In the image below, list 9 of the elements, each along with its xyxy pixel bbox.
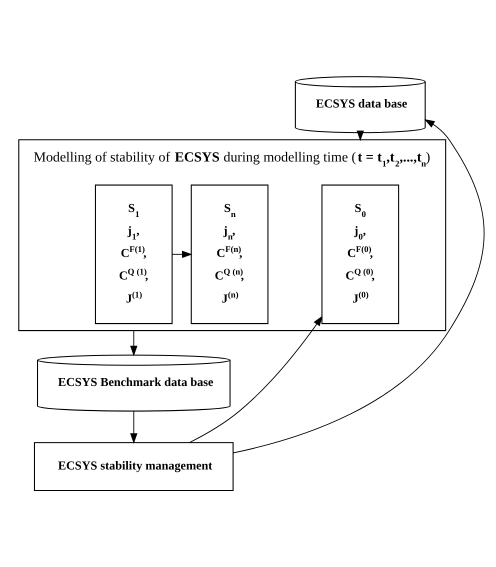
arrow [172,250,192,258]
node-box: ECSYS stability management [34,442,234,492]
arrow [189,316,323,443]
node-box: S$_{1}$ j$_{1}$, C$^{F(1)}$, C$^{Q (1)}$, J$^{(1)}$ [94,184,173,324]
arrow [232,119,485,454]
node-box: S$_{0}$ j$_{0}$, C$^{F(0)}$, C$^{Q (0)}$, J$^{(0)}$ [321,184,400,324]
node-box: S$_{n}$ j$_{n}$, C$^{F(n)}$, C$^{Q (n)}$, J$^{(n)}$ [190,184,268,324]
arrow [130,330,138,356]
arrow [130,410,138,444]
